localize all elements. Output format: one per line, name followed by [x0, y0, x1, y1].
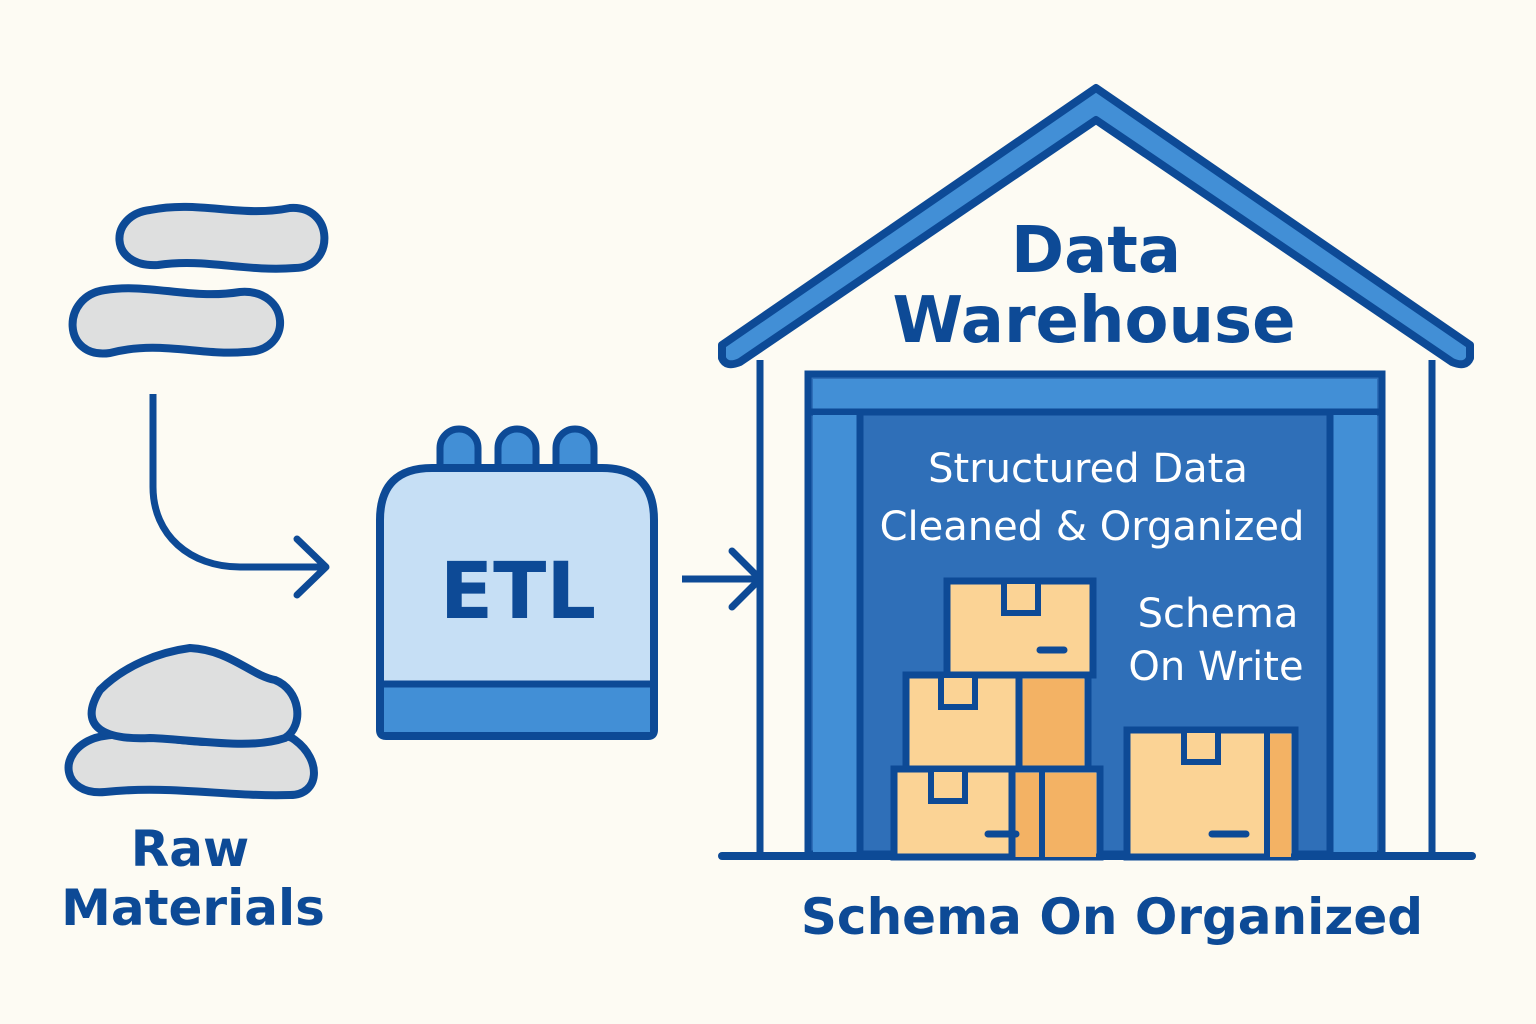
raw-data-stones-icon [68, 202, 329, 358]
warehouse-roof [718, 84, 1474, 369]
warehouse-caption: Schema On Organized [801, 888, 1423, 946]
door-text-schema: Schema [1138, 591, 1299, 637]
arrow-etl-to-warehouse [682, 547, 764, 611]
warehouse-title-line2: Warehouse [892, 284, 1295, 358]
arrow-raw-to-etl [149, 394, 330, 599]
box-top [943, 577, 1097, 679]
pile-top [87, 643, 302, 748]
stacked-boxes-icon [890, 577, 1299, 861]
box-middle [902, 671, 1092, 773]
box-bottom [890, 765, 1104, 861]
raw-stone-top [115, 202, 329, 273]
box-right [1123, 726, 1299, 861]
door-text-on-write: On Write [1128, 644, 1303, 690]
raw-materials-pile-icon [64, 643, 318, 800]
etl-machine-icon [376, 425, 658, 740]
raw-materials-label-line1: Raw [131, 820, 249, 878]
door-text-structured-data: Structured Data [928, 446, 1248, 492]
warehouse-title-line1: Data [1011, 214, 1181, 288]
raw-stone-middle [68, 284, 285, 358]
raw-materials-label-line2: Materials [61, 879, 325, 937]
etl-label: ETL [440, 547, 596, 637]
door-text-cleaned-organized: Cleaned & Organized [880, 504, 1305, 550]
